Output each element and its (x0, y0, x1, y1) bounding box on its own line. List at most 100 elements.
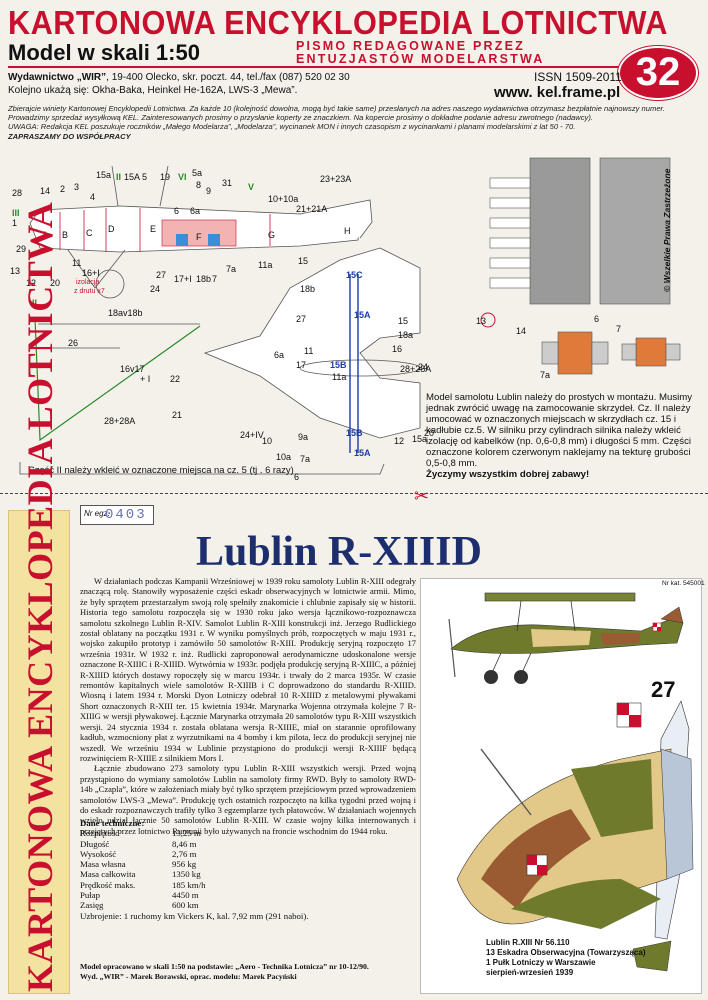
aircraft-caption: Lublin R.XIII Nr 56.110 13 Eskadra Obser… (486, 938, 646, 978)
credits-authors: Wyd. „WIR” - Marek Borawski, oprac. mode… (80, 972, 297, 981)
tech-key: Masa całkowita (80, 869, 136, 880)
part-label: 18a (398, 330, 414, 340)
part-label-green: II (116, 172, 122, 182)
issue-badge: 32 (618, 46, 698, 100)
part-label: 15 (398, 316, 409, 326)
part-label: 26 (68, 338, 79, 348)
article-paragraph: Łącznie zbudowano 273 samoloty typu Lubl… (80, 763, 416, 836)
notice-text: Zbierajcie winiety Kartonowej Encykloped… (8, 104, 665, 123)
part-label-blue: 15B (346, 428, 363, 438)
tech-key: Prędkość maks. (80, 879, 136, 890)
part-label: B (62, 230, 69, 240)
serial-box: Nr egz. 0403 (80, 505, 154, 525)
part-label: 23+23A (320, 174, 352, 184)
aircraft-illustration: 27 (420, 578, 702, 994)
tech-row: Zasięg 600 km (80, 900, 416, 910)
part-label: 8 (196, 180, 202, 190)
caption-line: sierpień-wrzesień 1939 (486, 968, 574, 977)
magazine-title: KARTONOWA ENCYKLOPEDIA LOTNICTWA (8, 4, 668, 41)
part-label-green: V (248, 182, 255, 192)
part-label: 27 (296, 314, 307, 324)
magazine-tagline: PISMO REDAGOWANE PRZEZ ENTUZJASTÓW MODEL… (296, 40, 545, 66)
part-label: 6 (594, 314, 600, 324)
wing-strip-parts (529, 157, 671, 305)
notice-invite: ZAPRASZAMY DO WSPÓŁPRACY (8, 131, 131, 141)
part-label: + I (140, 374, 151, 384)
part-label: 7a (540, 370, 551, 380)
tech-value: 2,76 m (172, 848, 197, 859)
part-label: 21 (172, 410, 183, 420)
part-label: D (108, 224, 115, 234)
tech-key: Zasięg (80, 900, 104, 911)
part-label: 3 (74, 182, 80, 192)
part-label: 14 (516, 326, 527, 336)
spine-title: KARTONOWA ENCYKLOPEDIA LOTNICTWA (20, 201, 60, 992)
publisher-address: , 19-400 Olecko, skr. poczt. 44, tel./fa… (106, 72, 350, 83)
part-label: 6a (274, 350, 285, 360)
part-7a-body (635, 337, 667, 367)
part-label: 2 (60, 184, 66, 194)
part-label: 28+28A (400, 364, 432, 374)
tech-value: 956 kg (172, 859, 197, 870)
tech-row: Prędkość maks. 185 km/h (80, 880, 416, 890)
tech-row: Masa własna 956 kg (80, 859, 416, 869)
tagline-line-2: ENTUZJASTÓW MODELARSTWA (296, 52, 545, 66)
part-label: 18av18b (108, 308, 143, 318)
part-label-blue: 15B (330, 360, 347, 370)
caption-line: 1 Pułk Lotniczy w Warszawie (486, 958, 596, 967)
part-label: 24 (418, 362, 429, 372)
issn: ISSN 1509-2011 (534, 70, 622, 84)
tech-value: 185 km/h (172, 879, 206, 890)
blue-window (208, 234, 220, 246)
part-label: 16v17 (120, 364, 145, 374)
part-label: 16+I (82, 268, 100, 278)
part-ii-note: Część II należy wkleić w oznaczone miejs… (28, 464, 294, 475)
part-label: 28+28A (104, 416, 136, 426)
part-label: 18b (300, 284, 316, 294)
part-label: 24+IV (240, 430, 264, 440)
part-label: 22 (170, 374, 181, 384)
part-label: 20 (50, 278, 61, 288)
part-label: H (344, 226, 351, 236)
tech-header: Dane techniczne: (80, 818, 145, 828)
part-label: F (196, 232, 202, 242)
issue-number: 32 (635, 50, 681, 94)
part-label-blue: 15C (346, 270, 363, 280)
header-rule (8, 66, 620, 68)
part-label: 11a (332, 372, 347, 382)
part-label: 7a (300, 454, 311, 464)
tech-key: Wysokość (80, 848, 117, 859)
assembly-wish: Życzymy wszystkim dobrej zabawy! (426, 469, 590, 480)
part-label: 10 (262, 436, 273, 446)
part-label: 27 (156, 270, 167, 280)
aircraft-drawing: 27 (448, 592, 694, 972)
tech-armament: Uzbrojenie: 1 ruchomy km Vickers K, kal.… (80, 910, 309, 921)
part-label: izolacja (76, 279, 100, 286)
part-label: 29 (16, 244, 27, 254)
tech-key: Długość (80, 838, 110, 849)
part-label: 24 (150, 284, 161, 294)
publisher-info: Wydawnictwo „WIR”, 19-400 Olecko, skr. p… (8, 72, 350, 97)
part-label: 13 (10, 266, 21, 276)
part-label: 6 (294, 472, 300, 482)
publisher-name: Wydawnictwo „WIR” (8, 72, 107, 83)
reader-notice: Zbierajcie winiety Kartonowej Encykloped… (8, 104, 698, 141)
catalog-number: Nr kat. 545001 (662, 580, 705, 587)
tech-key: Rozpiętość (80, 828, 120, 839)
part-label: C (86, 228, 93, 238)
part-label: 19 (160, 172, 171, 182)
part-label: 9a (298, 432, 309, 442)
tech-value: 8,46 m (172, 838, 197, 849)
part-label-green: II (32, 298, 38, 308)
part-label: 15a (412, 434, 428, 444)
tech-value: 600 km (172, 900, 199, 911)
part-label: 1 (12, 218, 18, 228)
tech-row: Wysokość 2,76 m (80, 849, 416, 859)
part-label: 17 (296, 360, 307, 370)
tech-key: Masa własna (80, 859, 126, 870)
website-link[interactable]: www. kel.frame.pl (494, 84, 621, 101)
cut-line (0, 493, 708, 501)
